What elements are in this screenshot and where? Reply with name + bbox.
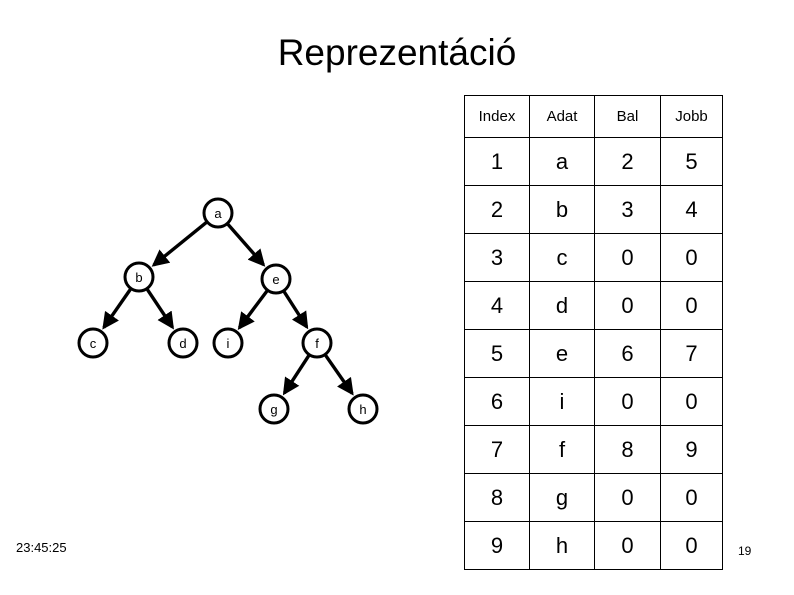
- tree-node-circle-g: [258, 393, 290, 425]
- cell-index: 2: [464, 185, 530, 234]
- tree-node-f: f: [301, 327, 333, 359]
- tree-node-circle-a: [202, 197, 234, 229]
- tree-node-label-e: e: [272, 272, 279, 287]
- cell-jobb: 9: [660, 425, 723, 474]
- cell-adat: i: [529, 377, 595, 426]
- tree-node-label-b: b: [135, 270, 142, 285]
- tree-edge-e-i: [237, 289, 269, 330]
- tree-edge-group: [102, 221, 354, 396]
- cell-jobb: 0: [660, 281, 723, 330]
- cell-jobb: 0: [660, 233, 723, 282]
- cell-bal: 6: [594, 329, 661, 378]
- tree-node-group: a b e c d i f g h: [77, 197, 379, 425]
- cell-adat: d: [529, 281, 595, 330]
- tree-node-i: i: [212, 327, 244, 359]
- cell-bal: 2: [594, 137, 661, 186]
- cell-bal: 0: [594, 377, 661, 426]
- cell-jobb: 0: [660, 521, 723, 570]
- cell-jobb: 5: [660, 137, 723, 186]
- cell-bal: 0: [594, 281, 661, 330]
- tree-node-circle-h: [347, 393, 379, 425]
- cell-bal: 3: [594, 185, 661, 234]
- tree-edge-f-g: [282, 354, 311, 396]
- tree-svg: a b e c d i f g h: [77, 197, 379, 425]
- column-header-jobb: Jobb: [660, 95, 723, 138]
- tree-node-circle-b: [123, 261, 155, 293]
- cell-jobb: 0: [660, 473, 723, 522]
- tree-node-circle-i: [212, 327, 244, 359]
- column-header-index: Index: [464, 95, 530, 138]
- cell-adat: h: [529, 521, 595, 570]
- cell-index: 3: [464, 233, 530, 282]
- tree-node-circle-d: [167, 327, 199, 359]
- cell-adat: g: [529, 473, 595, 522]
- cell-jobb: 4: [660, 185, 723, 234]
- cell-jobb: 7: [660, 329, 723, 378]
- tree-node-b: b: [123, 261, 155, 293]
- cell-index: 8: [464, 473, 530, 522]
- cell-adat: e: [529, 329, 595, 378]
- tree-node-label-f: f: [315, 336, 319, 351]
- cell-bal: 0: [594, 473, 661, 522]
- cell-index: 6: [464, 377, 530, 426]
- tree-node-g: g: [258, 393, 290, 425]
- tree-node-d: d: [167, 327, 199, 359]
- binary-tree-diagram: a b e c d i f g h: [60, 190, 410, 440]
- page-number: 19: [738, 544, 752, 558]
- cell-index: 1: [464, 137, 530, 186]
- cell-adat: b: [529, 185, 595, 234]
- tree-node-h: h: [347, 393, 379, 425]
- tree-node-label-a: a: [214, 206, 222, 221]
- tree-node-c: c: [77, 327, 109, 359]
- tree-edge-f-h: [324, 354, 354, 396]
- column-header-adat: Adat: [529, 95, 595, 138]
- cell-index: 5: [464, 329, 530, 378]
- column-header-bal: Bal: [594, 95, 661, 138]
- cell-index: 7: [464, 425, 530, 474]
- tree-node-e: e: [260, 263, 292, 295]
- cell-bal: 0: [594, 233, 661, 282]
- tree-node-label-c: c: [90, 336, 97, 351]
- cell-adat: c: [529, 233, 595, 282]
- cell-jobb: 0: [660, 377, 723, 426]
- tree-edge-b-c: [102, 288, 132, 330]
- tree-node-label-d: d: [179, 336, 186, 351]
- page-title: Reprezentáció: [277, 32, 517, 73]
- cell-index: 4: [464, 281, 530, 330]
- cell-adat: f: [529, 425, 595, 474]
- tree-edge-b-d: [145, 288, 174, 330]
- cell-bal: 0: [594, 521, 661, 570]
- tree-node-a: a: [202, 197, 234, 229]
- tree-edge-a-e: [226, 223, 266, 267]
- tree-node-label-i: i: [227, 336, 230, 351]
- tree-edge-a-b: [151, 221, 208, 267]
- cell-adat: a: [529, 137, 595, 186]
- tree-node-circle-c: [77, 327, 109, 359]
- tree-node-circle-f: [301, 327, 333, 359]
- tree-node-circle-e: [260, 263, 292, 295]
- tree-edge-e-f: [282, 290, 309, 330]
- tree-node-label-h: h: [359, 402, 366, 417]
- cell-index: 9: [464, 521, 530, 570]
- timestamp: 23:45:25: [16, 540, 67, 555]
- tree-node-label-g: g: [270, 402, 277, 417]
- cell-bal: 8: [594, 425, 661, 474]
